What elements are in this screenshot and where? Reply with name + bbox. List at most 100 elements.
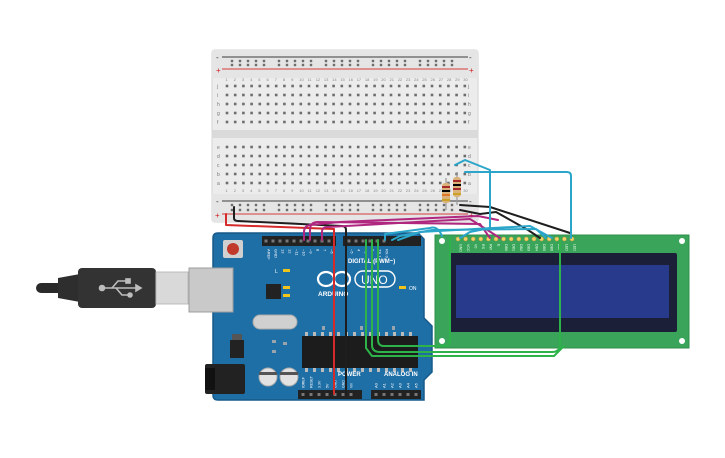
hole xyxy=(365,84,368,88)
hole xyxy=(250,93,253,97)
rail-hole xyxy=(450,63,454,67)
rail-hole xyxy=(356,203,360,207)
wire-black-lcd-rw[interactable] xyxy=(459,209,541,239)
hole xyxy=(283,93,286,97)
rail-hole xyxy=(434,63,438,67)
wire-black-gnd[interactable] xyxy=(233,206,347,395)
rail-hole xyxy=(387,208,391,212)
digital-pin[interactable] xyxy=(278,239,282,243)
wire-magenta-3[interactable] xyxy=(303,215,499,241)
hole xyxy=(274,163,278,167)
lcd-pin-label: VCC xyxy=(466,244,470,252)
wire-cyan-2[interactable] xyxy=(464,171,572,239)
digital-pin[interactable] xyxy=(382,239,386,243)
digital-pin[interactable] xyxy=(299,239,303,243)
capacitor-2 xyxy=(279,367,299,387)
wire-magenta-2[interactable] xyxy=(321,218,501,241)
hole xyxy=(340,154,344,158)
column-number: 29 xyxy=(455,77,460,82)
power-pin[interactable] xyxy=(325,393,329,396)
wire-green-2[interactable] xyxy=(377,237,451,347)
power-pin-label: 3.3V xyxy=(318,380,322,388)
wire-magenta-1[interactable] xyxy=(309,221,491,241)
lcd-pin[interactable] xyxy=(463,236,468,242)
lcd-pin-label: V0 xyxy=(474,244,478,248)
wire-green-1[interactable] xyxy=(371,237,561,353)
analog-pin[interactable] xyxy=(374,393,378,396)
hole xyxy=(291,84,294,88)
digital-pin[interactable] xyxy=(313,239,317,243)
column-number: 24 xyxy=(414,188,419,193)
hole xyxy=(324,172,327,176)
hole xyxy=(299,84,303,88)
lcd-pin-label: RS xyxy=(481,244,485,250)
resistor-1[interactable] xyxy=(442,178,450,210)
reset-button-cap[interactable] xyxy=(227,243,239,255)
wire-cyan-1[interactable] xyxy=(454,159,491,239)
analog-pin-label: A2 xyxy=(390,382,395,388)
hole xyxy=(340,84,344,88)
analog-pin[interactable] xyxy=(382,393,386,396)
digital-pin-label: 13 xyxy=(281,249,286,254)
power-pin[interactable] xyxy=(349,393,353,396)
hole xyxy=(258,93,262,97)
rail-hole xyxy=(450,208,454,212)
hole xyxy=(266,120,270,124)
hole xyxy=(250,181,253,185)
power-pin[interactable] xyxy=(309,393,313,396)
hole xyxy=(324,145,327,149)
lcd-pin[interactable] xyxy=(501,236,506,242)
top-power-rail xyxy=(212,50,478,78)
row-letter: i xyxy=(468,93,469,99)
analog-pin[interactable] xyxy=(390,393,394,396)
digital-pin[interactable] xyxy=(271,239,275,243)
wire-green-3[interactable] xyxy=(365,239,565,357)
lcd-pin[interactable] xyxy=(554,236,560,242)
digital-pin[interactable] xyxy=(292,239,296,243)
analog-pin[interactable] xyxy=(406,393,410,396)
hole xyxy=(291,111,294,115)
hole xyxy=(447,93,450,97)
lcd-pin[interactable] xyxy=(524,236,529,242)
lcd-pin[interactable] xyxy=(531,236,537,242)
lcd-pin[interactable] xyxy=(516,236,522,242)
digital-pin[interactable] xyxy=(368,239,372,243)
lcd-pin[interactable] xyxy=(508,236,514,242)
analog-pin[interactable] xyxy=(398,393,402,396)
column-number: 11 xyxy=(308,188,313,193)
rail-hole xyxy=(403,208,407,212)
hole xyxy=(373,111,376,115)
digital-header-2 xyxy=(343,236,421,246)
lcd-pin[interactable] xyxy=(478,236,484,242)
rail-hole xyxy=(340,208,344,212)
digital-pin[interactable] xyxy=(327,239,331,243)
hole xyxy=(233,172,237,176)
analog-pin[interactable] xyxy=(414,393,418,396)
hole xyxy=(463,93,467,97)
digital-pin[interactable] xyxy=(306,239,310,243)
power-pin[interactable] xyxy=(341,393,345,396)
digital-pin[interactable] xyxy=(264,239,268,243)
power-pin[interactable] xyxy=(333,393,337,396)
hole xyxy=(274,181,278,185)
lcd-pin[interactable] xyxy=(493,236,499,242)
power-pin[interactable] xyxy=(317,393,321,396)
hole xyxy=(291,163,294,167)
resistor-2[interactable] xyxy=(453,172,461,205)
wire-red-5v[interactable] xyxy=(225,213,335,395)
digital-pin[interactable] xyxy=(285,239,289,243)
hole xyxy=(348,111,352,115)
usb-cable[interactable] xyxy=(36,268,189,308)
power-pin[interactable] xyxy=(301,393,305,396)
wire-cyan-5[interactable] xyxy=(397,225,553,241)
digital-pin[interactable] xyxy=(361,239,365,243)
column-number: 6 xyxy=(267,77,270,82)
lcd-pin[interactable] xyxy=(470,236,476,242)
digital-pin[interactable] xyxy=(347,239,351,243)
digital-pin[interactable] xyxy=(354,239,358,243)
lcd-pin[interactable] xyxy=(562,236,567,242)
hole xyxy=(381,111,385,115)
